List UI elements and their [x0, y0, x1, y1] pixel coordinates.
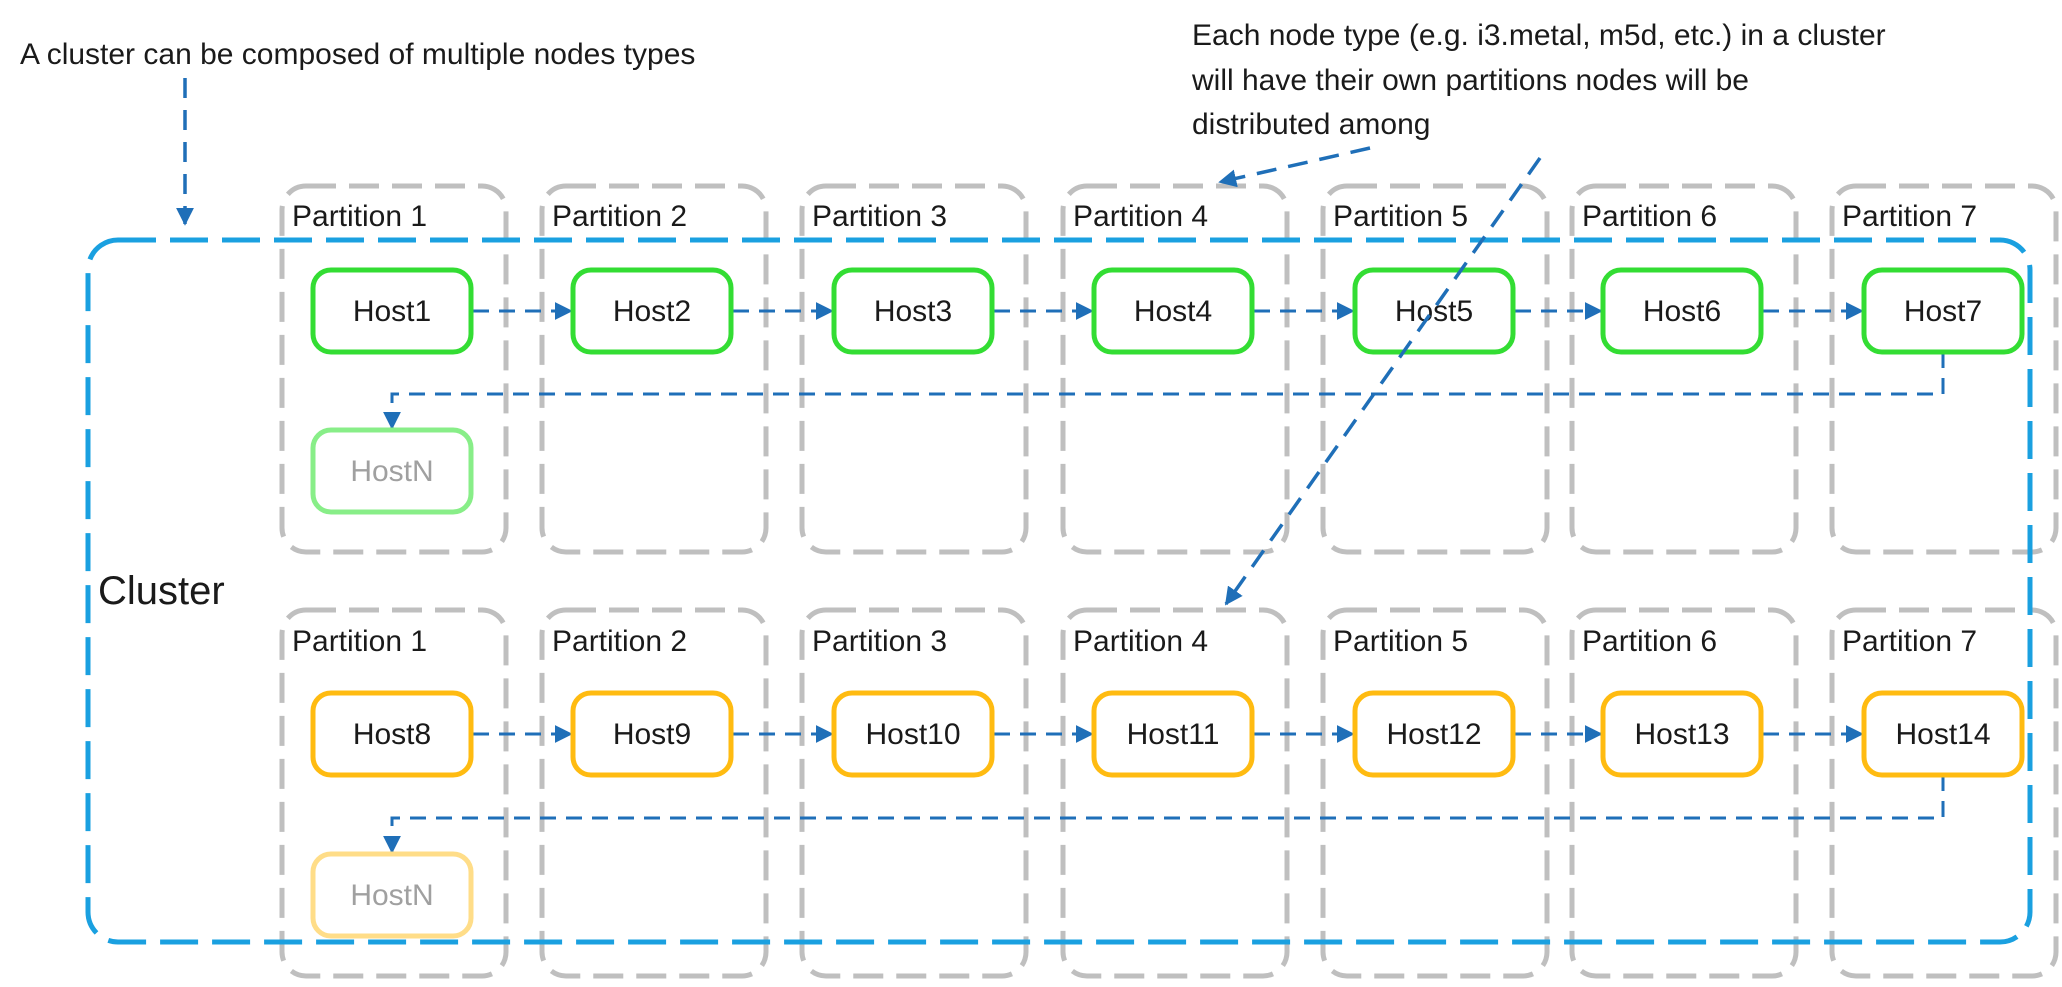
host-label: Host8 — [353, 718, 431, 751]
partition-label: Partition 6 — [1582, 625, 1717, 658]
partition-label: Partition 7 — [1842, 200, 1977, 233]
host-node — [1861, 267, 2025, 355]
host-node — [310, 267, 474, 355]
cluster-note: A cluster can be composed of multiple no… — [20, 38, 695, 71]
cluster-label: Cluster — [98, 569, 225, 613]
partition-box — [1060, 607, 1290, 979]
overflow-host-label: HostN — [350, 879, 433, 912]
host-label: Host10 — [865, 718, 960, 751]
host-node — [1861, 690, 2025, 778]
partition-label: Partition 1 — [292, 625, 427, 658]
overflow-host-node — [310, 427, 474, 515]
host-node — [1091, 267, 1255, 355]
partition-box — [539, 607, 769, 979]
host-label: Host11 — [1127, 718, 1220, 751]
host-node — [1600, 267, 1764, 355]
partition-box — [799, 183, 1029, 555]
host-node — [570, 267, 734, 355]
cluster-boundary — [85, 237, 2033, 945]
host-node — [1352, 267, 1516, 355]
partition-group-1: Partition 1 Partition 2 Partition 3 Partiti… — [279, 183, 2059, 555]
node-type-note-line-3: distributed among — [1192, 108, 1430, 141]
host-label: Host12 — [1386, 718, 1481, 751]
node-type-arrow-upper — [1218, 146, 1371, 188]
partition-label: Partition 4 — [1073, 625, 1208, 658]
host-label: Host4 — [1134, 295, 1212, 328]
partition-box — [1829, 607, 2059, 979]
partition-label: Partition 3 — [812, 625, 947, 658]
host-node — [831, 267, 995, 355]
node-type-arrow-lower — [1224, 156, 1542, 606]
partition-box — [1320, 607, 1550, 979]
overflow-host-label: HostN — [350, 455, 433, 488]
host-node — [1600, 690, 1764, 778]
host-label: Host1 — [353, 295, 431, 328]
partition-group-2: Partition 1 Partition 2 Partition 3 Partiti… — [279, 607, 2059, 979]
host-label: Host5 — [1395, 295, 1473, 328]
node-type-note-line-1: Each node type (e.g. i3.metal, m5d, etc.… — [1192, 19, 1886, 52]
node-type-note-line-2: will have their own partitions nodes wil… — [1191, 64, 1749, 97]
host-label: Host13 — [1634, 718, 1729, 751]
host-row-group-2: Host8 Host9 Host10 Host11 Host12 Host13 Host14… — [310, 690, 2025, 939]
host-links-group-1 — [383, 302, 1945, 430]
host-node — [310, 690, 474, 778]
partition-label: Partition 1 — [292, 200, 427, 233]
partition-box — [539, 183, 769, 555]
host-label: Host9 — [613, 718, 691, 751]
host-label: Host14 — [1895, 718, 1990, 751]
partition-label: Partition 5 — [1333, 625, 1468, 658]
partition-label: Partition 6 — [1582, 200, 1717, 233]
partition-label: Partition 5 — [1333, 200, 1468, 233]
node-type-note: Each node type (e.g. i3.metal, m5d, etc.… — [1191, 19, 1886, 141]
partition-box — [279, 607, 509, 979]
partition-label: Partition 7 — [1842, 625, 1977, 658]
host-return-arrow — [383, 775, 1945, 854]
partition-box — [1569, 607, 1799, 979]
host-node — [1091, 690, 1255, 778]
host-node — [1352, 690, 1516, 778]
partition-box — [1060, 183, 1290, 555]
partition-box — [1320, 183, 1550, 555]
partition-box — [279, 183, 509, 555]
partition-box — [1829, 183, 2059, 555]
partition-label: Partition 2 — [552, 200, 687, 233]
host-label: Host3 — [874, 295, 952, 328]
host-label: Host2 — [613, 295, 691, 328]
partition-box — [1569, 183, 1799, 555]
overflow-host-node — [310, 851, 474, 939]
host-node — [570, 690, 734, 778]
host-links-group-2 — [383, 725, 1945, 854]
host-return-arrow — [383, 352, 1945, 430]
partition-label: Partition 4 — [1073, 200, 1208, 233]
host-node — [831, 690, 995, 778]
partition-label: Partition 2 — [552, 625, 687, 658]
partition-label: Partition 3 — [812, 200, 947, 233]
partition-box — [799, 607, 1029, 979]
host-label: Host7 — [1904, 295, 1982, 328]
host-label: Host6 — [1643, 295, 1721, 328]
